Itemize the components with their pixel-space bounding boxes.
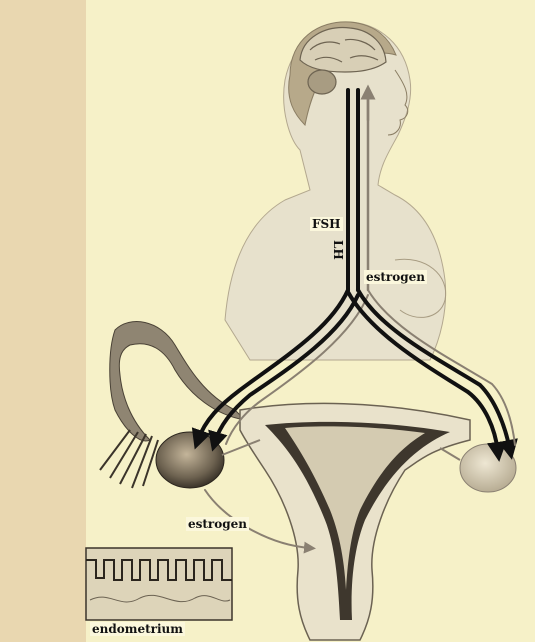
endometrium-label: endometrium — [90, 622, 185, 636]
uterus — [240, 403, 470, 640]
estrogen-label-bottom: estrogen — [186, 517, 249, 531]
endometrium-inset — [86, 548, 232, 620]
ovary-ligament-right — [440, 448, 460, 460]
fsh-label: FSH — [310, 217, 343, 231]
estrogen-label-top: estrogen — [364, 270, 427, 284]
lh-label: LH — [332, 240, 344, 260]
ovary-right — [460, 444, 516, 492]
